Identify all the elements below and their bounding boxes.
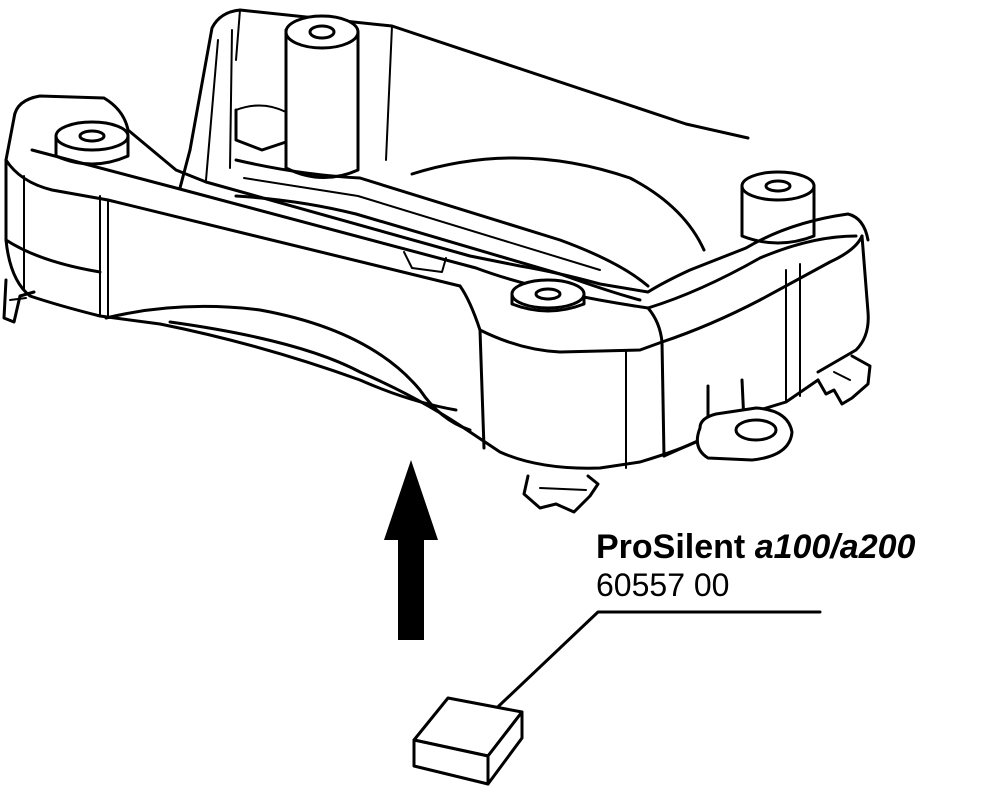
product-brand: ProSilent xyxy=(596,528,746,566)
part-number: 60557 00 xyxy=(596,567,730,603)
leader-line xyxy=(482,610,822,722)
product-model: a100/a200 xyxy=(754,528,916,566)
product-name: ProSilent a100/a200 xyxy=(596,527,915,567)
pump-housing-base-icon xyxy=(2,8,872,514)
rubber-pad-icon xyxy=(412,696,524,786)
arrow-up-icon xyxy=(384,460,438,640)
